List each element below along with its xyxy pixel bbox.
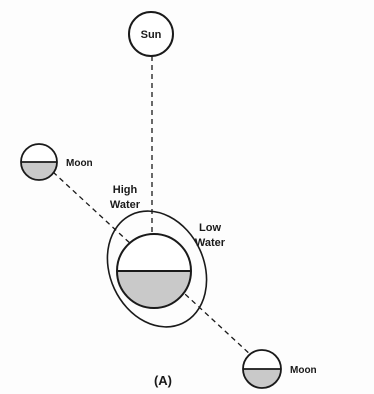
moon-lower: Moon (240, 350, 317, 391)
moon-upper-label: Moon (66, 158, 93, 169)
panel-label: (A) (154, 373, 172, 388)
low-water-label-line1: Low (199, 222, 221, 234)
sun: Sun (129, 12, 173, 56)
moon-lower-label: Moon (290, 365, 317, 376)
sun-label: Sun (141, 29, 162, 41)
high-water-label-line2: Water (110, 199, 141, 211)
high-water-label-line1: High (113, 184, 138, 196)
low-water-label-line2: Water (195, 237, 226, 249)
moon-upper: Moon (18, 144, 93, 184)
